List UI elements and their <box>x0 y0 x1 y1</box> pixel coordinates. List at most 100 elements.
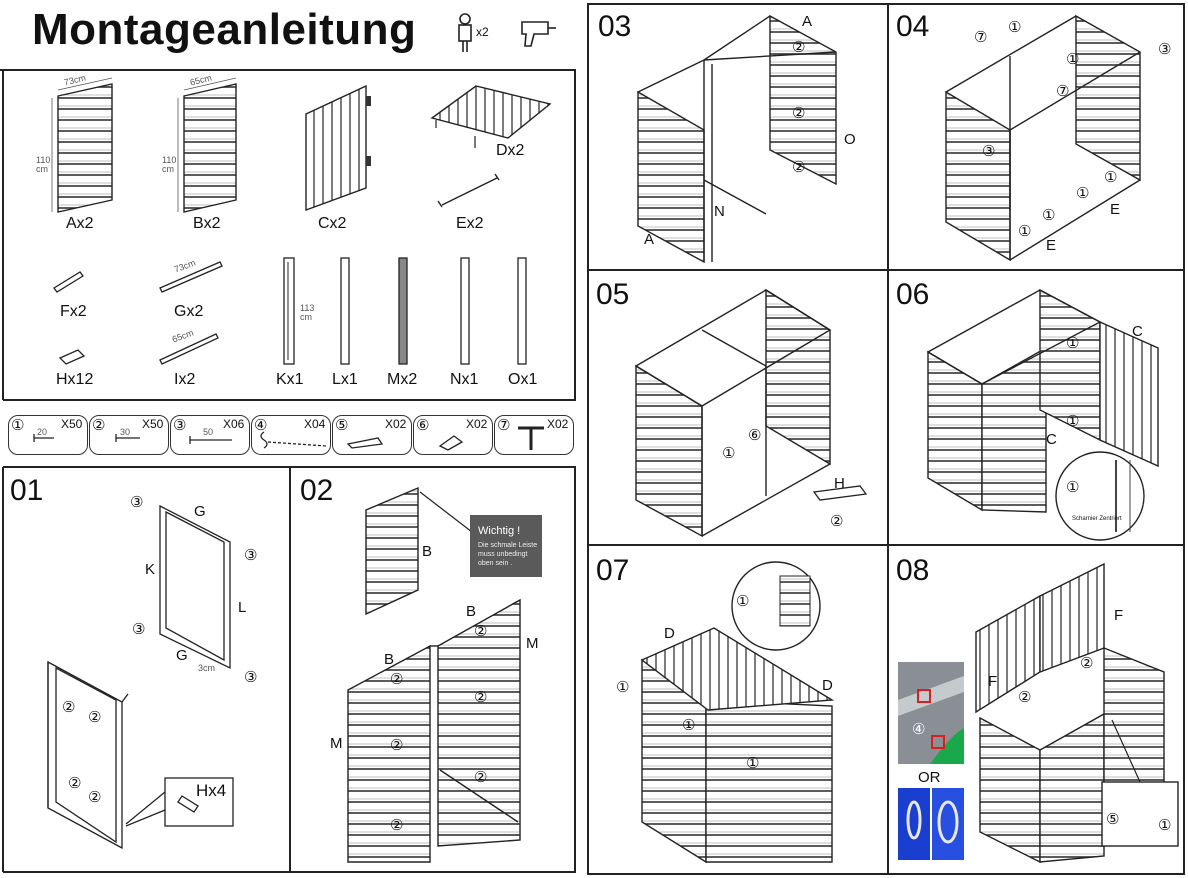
step08-screw-2a: ② <box>1080 655 1094 672</box>
part-i-label: Ix2 <box>174 371 196 388</box>
hardware-size: 30 <box>120 427 131 437</box>
step03-assembly <box>637 14 837 264</box>
hardware-count: X02 <box>547 417 569 431</box>
hardware-number: ③ <box>173 417 187 434</box>
part-l-label: Lx1 <box>332 371 358 388</box>
step08-photos <box>898 662 964 860</box>
step04-screw-3a: ③ <box>1158 41 1172 58</box>
part-a-panel <box>51 77 113 213</box>
step02-screw-2d: ② <box>390 737 404 754</box>
step04-bracket-7b: ⑦ <box>1056 83 1070 100</box>
part-f-label: Fx2 <box>60 303 87 320</box>
step08-label-f: F <box>1114 607 1124 624</box>
step08-screw-1: ① <box>1158 817 1172 834</box>
posts <box>283 257 527 365</box>
part-h-label: Hx12 <box>56 371 94 388</box>
step08-screw-2b: ② <box>1018 689 1032 706</box>
hardware-count: X02 <box>385 417 407 431</box>
step01-screw-3a: ③ <box>130 494 144 511</box>
part-d-label: Dx2 <box>496 142 525 159</box>
hardware-item-3: ③ X06 50 <box>170 415 250 455</box>
step-08-number: 08 <box>896 554 930 587</box>
section-frames <box>0 3 1185 875</box>
part-c-label: Cx2 <box>318 215 347 232</box>
step02-label-b3: B <box>384 651 395 668</box>
step08-chain-4: ④ <box>912 721 926 738</box>
hardware-count: X02 <box>466 417 488 431</box>
step01-screw-2c: ② <box>68 775 82 792</box>
step07-screw-1b: ① <box>616 679 630 696</box>
hardware-size: 20 <box>37 427 48 437</box>
step03-label-o: O <box>844 131 856 148</box>
note-body: Die schmale Leiste muss unbedingt oben s… <box>478 542 538 567</box>
step02-screw-2f: ② <box>390 817 404 834</box>
step-07-number: 07 <box>596 554 630 587</box>
step08-hasp-5: ⑤ <box>1106 811 1120 828</box>
step07-label-d: D <box>664 625 675 642</box>
step04-label-e: E <box>1110 201 1121 218</box>
part-n-label: Nx1 <box>450 371 479 388</box>
step06-label-c: C <box>1132 323 1143 340</box>
step01-label-g: G <box>194 503 206 520</box>
page-title: Montageanleitung <box>32 5 417 54</box>
step04-screw-1e: ① <box>1042 207 1056 224</box>
step04-screw-1c: ① <box>1104 169 1118 186</box>
step01-screw-3d: ③ <box>244 669 258 686</box>
step08-label-f2: F <box>988 673 998 690</box>
step01-label-k: K <box>145 561 156 578</box>
part-b-panel <box>177 77 237 213</box>
part-g-label: Gx2 <box>174 303 204 320</box>
step07-screw-1a: ① <box>736 593 750 610</box>
hardware-item-4: ④ X04 <box>251 415 331 455</box>
step01-label-g2: G <box>176 647 188 664</box>
step05-screw-2: ② <box>830 513 844 530</box>
part-b-label: Bx2 <box>193 215 221 232</box>
step01-screw-2d: ② <box>88 789 102 806</box>
step-01-number: 01 <box>10 474 44 507</box>
hardware-number: ⑤ <box>335 417 349 434</box>
hardware-count: X06 <box>223 417 245 431</box>
hardware-number: ④ <box>254 417 268 434</box>
small-parts <box>53 261 223 365</box>
step04-screw-1f: ① <box>1018 223 1032 240</box>
step06-assembly <box>926 288 1159 541</box>
step06-screw-1c: ① <box>1066 479 1080 496</box>
step04-assembly <box>945 14 1141 262</box>
hardware-number: ② <box>92 417 106 434</box>
step03-screw-2c: ② <box>792 159 806 176</box>
step02-panels <box>347 486 521 863</box>
step05-label-h: H <box>834 475 845 492</box>
step02-screw-2c: ② <box>474 689 488 706</box>
step06-label-c2: C <box>1046 431 1057 448</box>
hardware-count: X50 <box>142 417 164 431</box>
note-title: Wichtig ! <box>478 525 521 537</box>
step-04-number: 04 <box>896 10 930 43</box>
step04-bracket-7: ⑦ <box>974 29 988 46</box>
step01-screw-2a: ② <box>62 699 76 716</box>
step-05-number: 05 <box>596 278 630 311</box>
step02-screw-2b: ② <box>390 671 404 688</box>
step-02-number: 02 <box>300 474 334 507</box>
step06-screw-1a: ① <box>1066 335 1080 352</box>
step03-label-a: A <box>802 13 813 30</box>
hardware-item-1: ① X50 20 <box>8 415 88 455</box>
step04-screw-1a: ① <box>1008 19 1022 36</box>
step02-label-b2: B <box>466 603 477 620</box>
part-e-label: Ex2 <box>456 215 484 232</box>
step01-screw-3b: ③ <box>244 547 258 564</box>
step05-part-6: ⑥ <box>748 427 762 444</box>
step06-hinge-note: Scharnier Zentriert <box>1072 516 1122 522</box>
step03-screw-2b: ② <box>792 105 806 122</box>
hardware-number: ① <box>11 417 25 434</box>
step01-frame <box>47 504 231 850</box>
step02-label-m2: M <box>330 735 343 752</box>
part-b-height: 110 cm <box>162 155 177 174</box>
step02-label-b: B <box>422 543 433 560</box>
hardware-number: ⑥ <box>416 417 430 434</box>
part-k-length: 113 cm <box>300 303 315 322</box>
step-06-number: 06 <box>896 278 930 311</box>
part-k-label: Kx1 <box>276 371 304 388</box>
